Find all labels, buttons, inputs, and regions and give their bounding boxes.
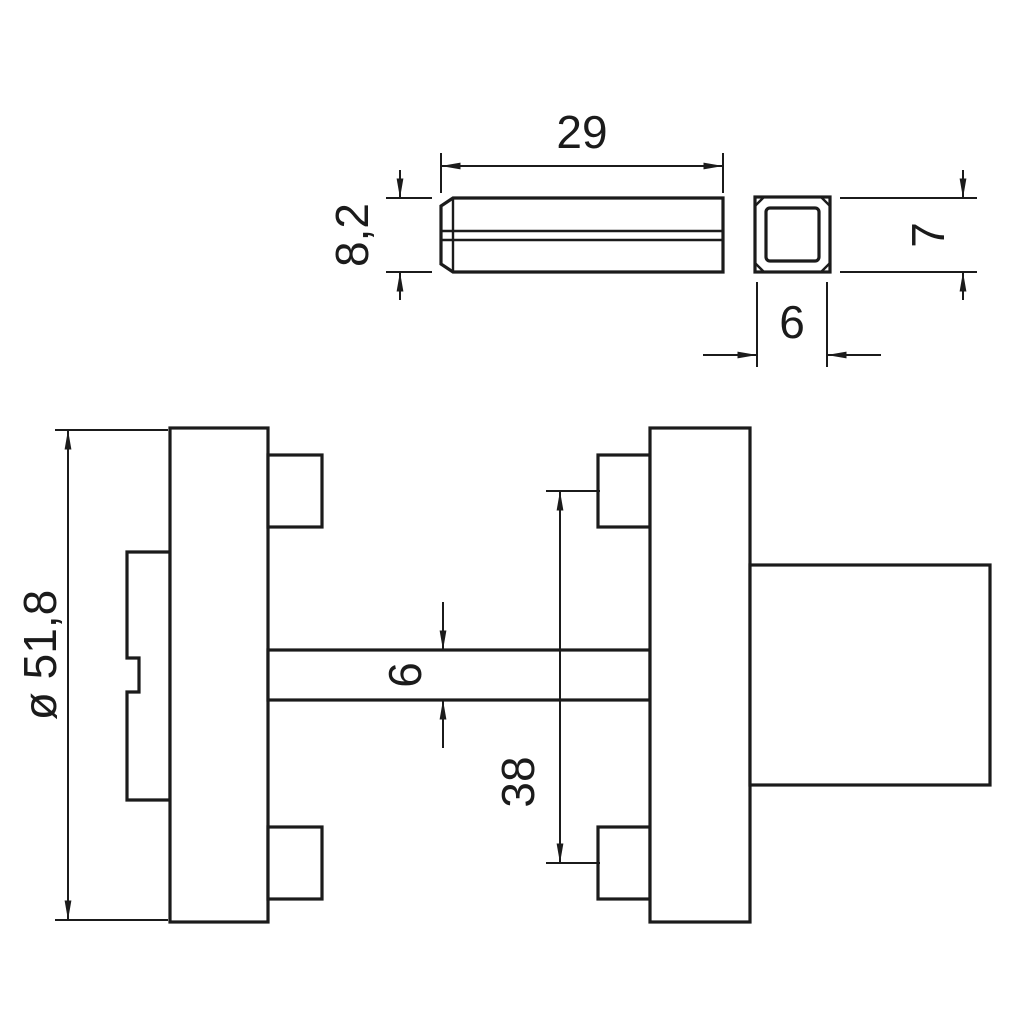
dim-label-spindle-thickness: 6 — [379, 662, 431, 688]
left-plate-top-tab — [266, 453, 324, 529]
right-rosette-plate — [648, 426, 752, 924]
knob-body — [748, 563, 992, 787]
dim-section-height: 7 — [840, 170, 977, 300]
spindle-side-view — [439, 196, 725, 274]
dim-spindle-length: 29 — [440, 106, 724, 193]
dim-section-width: 6 — [703, 282, 881, 367]
dim-label-spindle-length: 29 — [556, 106, 607, 158]
knob-assembly-view — [125, 426, 992, 924]
left-flange — [125, 550, 172, 802]
dim-label-section-height: 7 — [902, 222, 954, 248]
right-plate-bottom-tab — [596, 825, 652, 901]
right-plate-top-tab — [596, 453, 652, 529]
left-plate-bottom-tab — [266, 825, 324, 901]
section-corner-notch — [820, 196, 831, 207]
section-corner-notch — [754, 196, 765, 207]
dim-hole-spacing: 38 — [492, 490, 600, 864]
left-rosette-plate — [168, 426, 270, 924]
spindle-bar-outline — [439, 196, 725, 274]
section-corner-notch — [820, 262, 831, 273]
dim-rosette-diameter: ø 51,8 — [14, 429, 168, 921]
dim-spindle-thickness: 6 — [379, 602, 447, 748]
dim-label-rosette-diameter: ø 51,8 — [14, 590, 66, 720]
spindle-cross-section — [753, 195, 832, 274]
dim-spindle-height: 8,2 — [326, 170, 432, 300]
section-corner-notch — [754, 262, 765, 273]
spindle-connecting-bar — [266, 648, 652, 702]
dim-label-section-width: 6 — [779, 296, 805, 348]
dim-label-spindle-height: 8,2 — [326, 203, 378, 267]
dim-label-hole-spacing: 38 — [492, 756, 544, 807]
section-inner-square — [764, 206, 821, 263]
